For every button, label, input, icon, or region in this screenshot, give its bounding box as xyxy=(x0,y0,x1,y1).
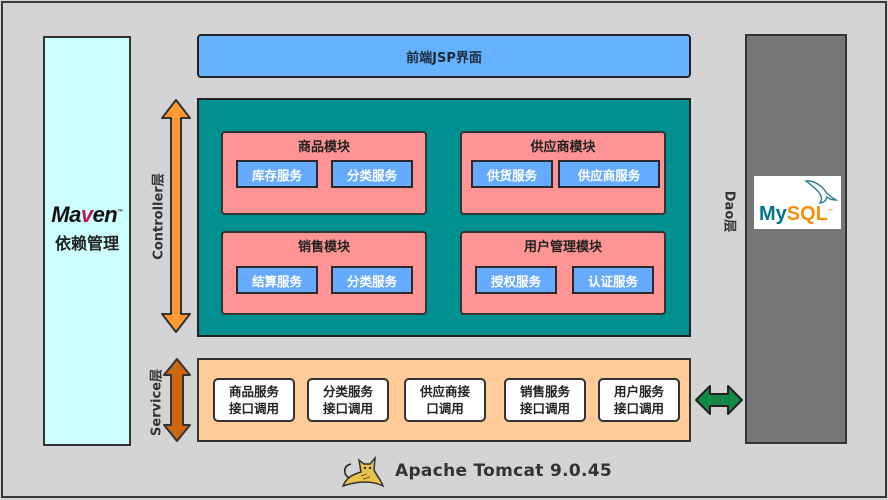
service-supplier: 供应商服务 xyxy=(558,160,660,188)
service-inventory: 库存服务 xyxy=(236,160,318,188)
module-title: 供应商模块 xyxy=(530,140,596,155)
controller-area: 商品模块 库存服务 分类服务 供应商模块 供货服务 供应商服务 销售模块 结算服… xyxy=(197,98,691,337)
service-layer-label: Service层 xyxy=(149,368,165,437)
maven-panel: Maven™ 依赖管理 xyxy=(43,36,131,446)
dao-double-arrow-icon xyxy=(695,385,743,415)
module-title: 销售模块 xyxy=(297,240,350,255)
module-supplier: 供应商模块 供货服务 供应商服务 xyxy=(460,131,666,215)
dolphin-icon xyxy=(804,180,838,204)
dao-panel: MySQL™ xyxy=(745,34,847,444)
tomcat-version-label: Apache Tomcat 9.0.45 xyxy=(395,461,612,481)
mysql-logo: MySQL™ xyxy=(754,176,841,229)
interface-category: 分类服务接口调用 xyxy=(307,378,389,422)
service-area: 商品服务接口调用 分类服务接口调用 供应商接口调用 销售服务接口调用 用户服务接… xyxy=(197,358,691,442)
interface-sales: 销售服务接口调用 xyxy=(504,378,586,422)
interface-user: 用户服务接口调用 xyxy=(598,378,680,422)
module-user-management: 用户管理模块 授权服务 认证服务 xyxy=(460,231,666,315)
controller-double-arrow-icon xyxy=(161,99,191,333)
controller-layer-label: Controller层 xyxy=(151,173,167,260)
service-double-arrow-icon xyxy=(163,358,191,442)
maven-logo: Maven™ xyxy=(51,202,123,227)
dependency-management-label: 依赖管理 xyxy=(54,234,119,253)
interface-goods: 商品服务接口调用 xyxy=(213,378,295,422)
dao-layer-label: Dao层 xyxy=(721,190,737,233)
service-category: 分类服务 xyxy=(331,160,413,188)
service-supply: 供货服务 xyxy=(471,160,553,188)
service-category: 分类服务 xyxy=(331,266,413,294)
tomcat-footer: Apache Tomcat 9.0.45 xyxy=(337,452,612,490)
module-sales: 销售模块 结算服务 分类服务 xyxy=(221,231,427,315)
service-settlement: 结算服务 xyxy=(236,266,318,294)
interface-supplier: 供应商接口调用 xyxy=(404,378,486,422)
module-title: 用户管理模块 xyxy=(523,240,602,255)
module-goods: 商品模块 库存服务 分类服务 xyxy=(221,131,427,215)
tomcat-cat-icon xyxy=(341,455,385,488)
module-title: 商品模块 xyxy=(297,140,350,155)
service-authorization: 授权服务 xyxy=(475,266,557,294)
frontend-jsp-label: 前端JSP界面 xyxy=(406,50,482,66)
frontend-jsp-bar: 前端JSP界面 xyxy=(197,34,691,78)
service-authentication: 认证服务 xyxy=(572,266,654,294)
